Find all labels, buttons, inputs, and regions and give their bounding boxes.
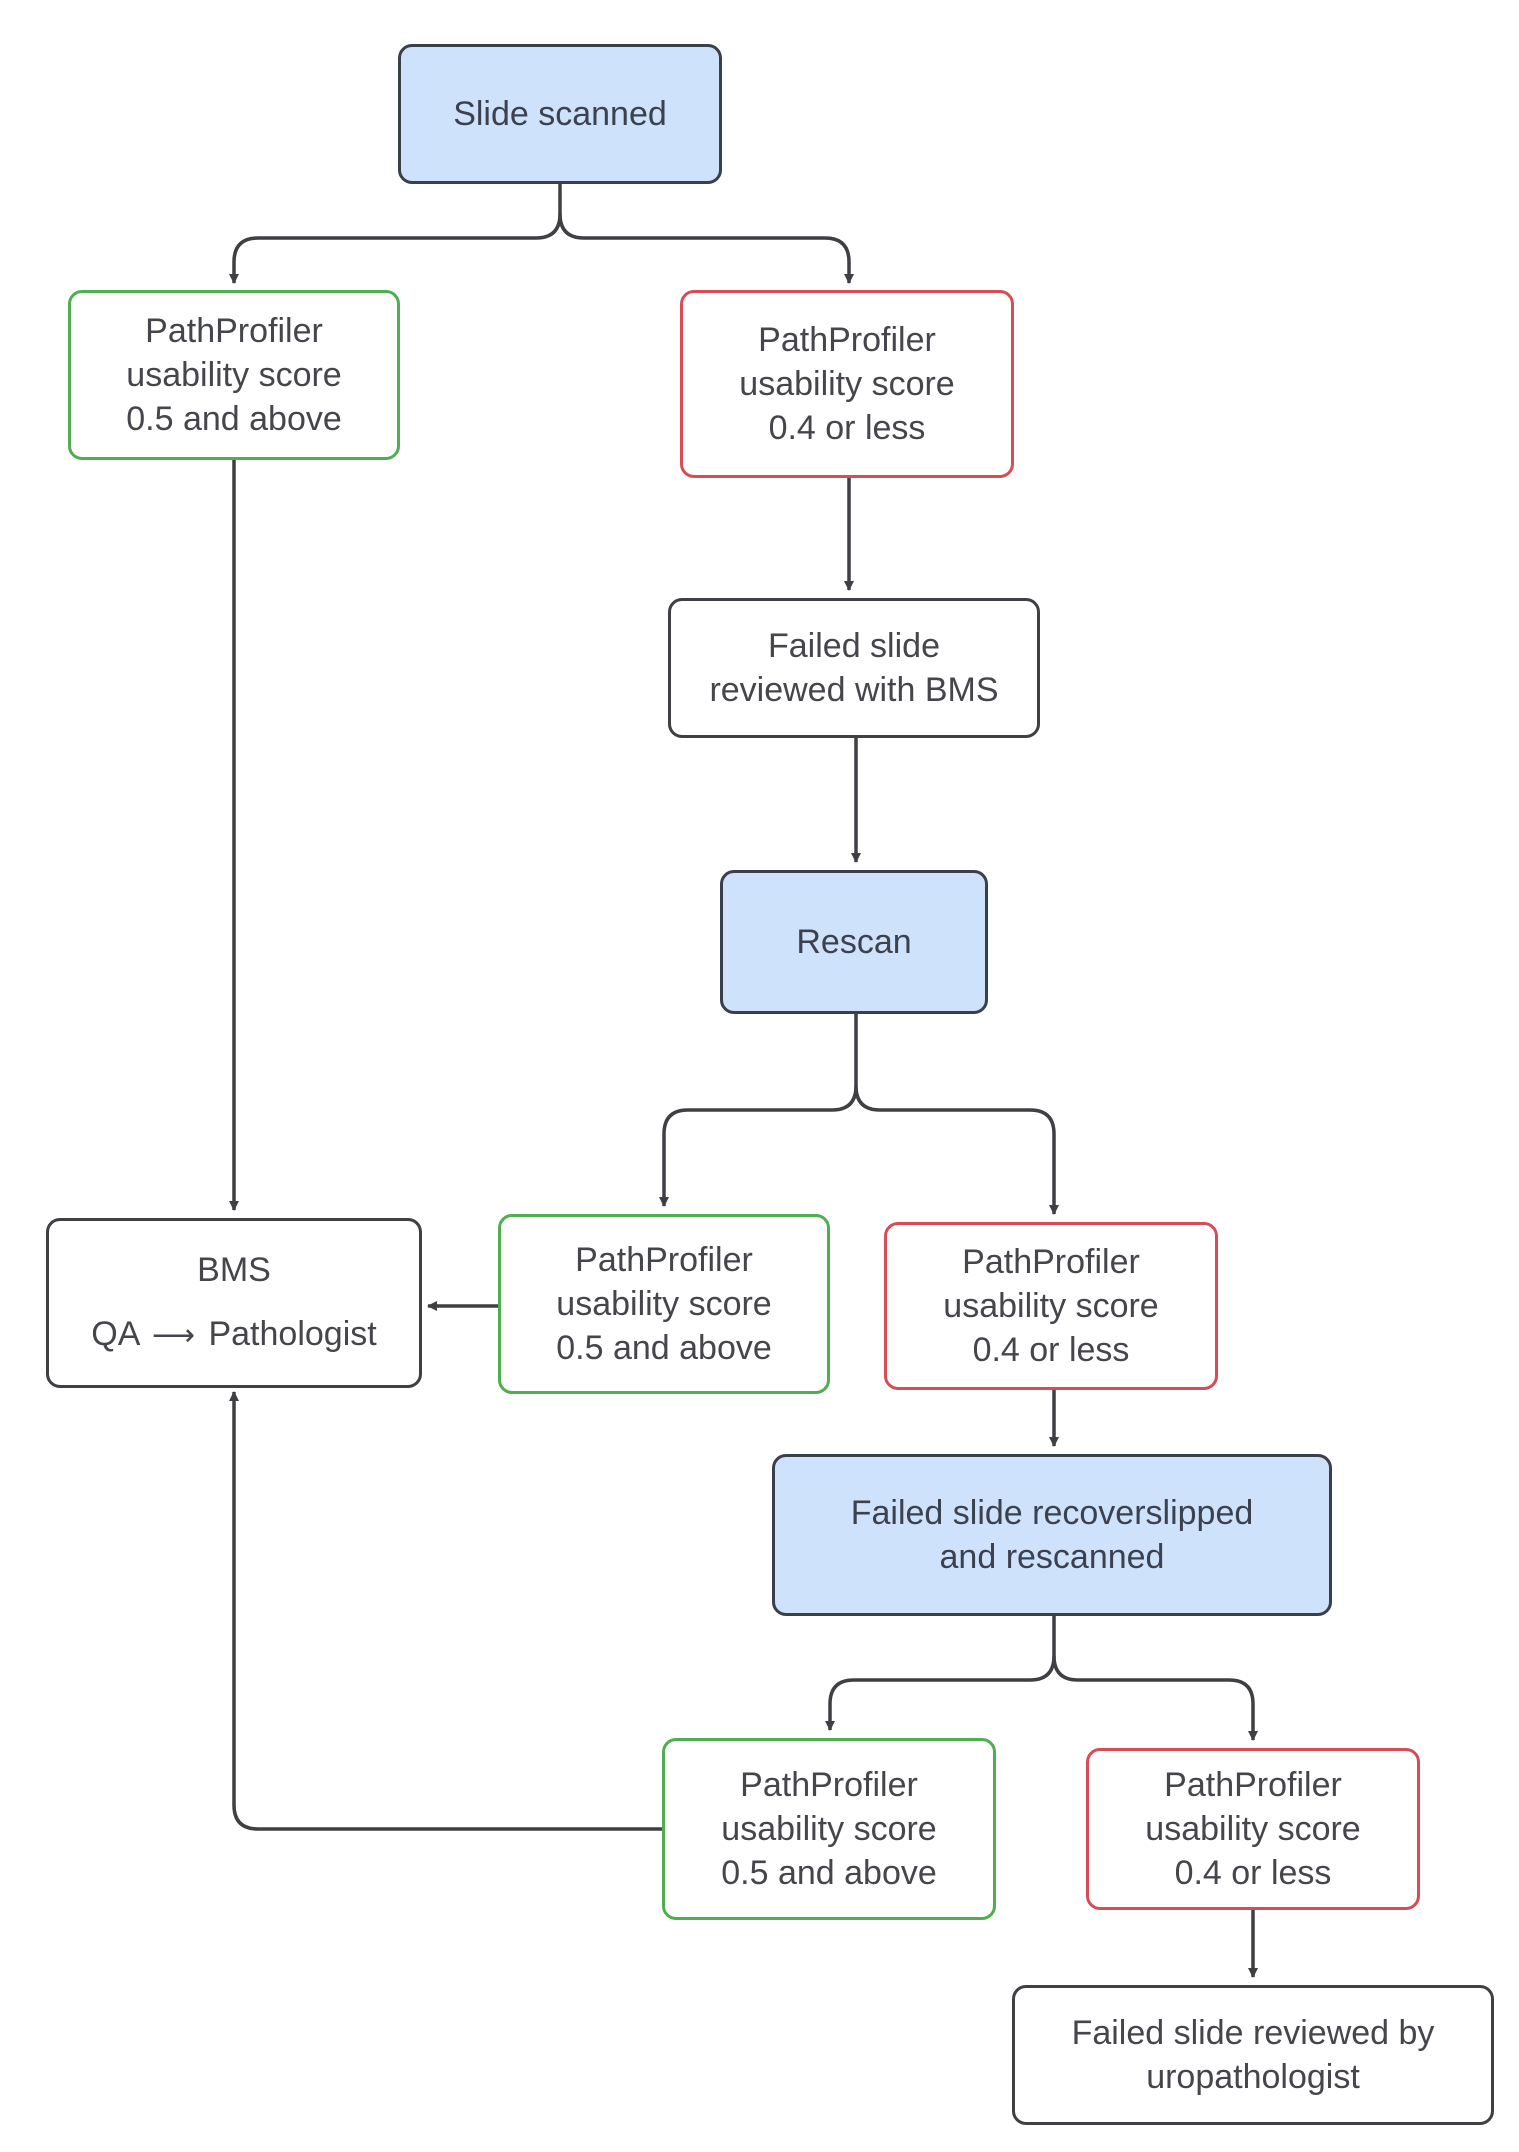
node-text-line: 0.5 and above (556, 1329, 772, 1367)
connector-rescan-to-pass-2 (659, 1014, 858, 1207)
pass-score-node-3: PathProfiler usability score 0.5 and above (662, 1738, 996, 1920)
bms-qa-pathologist-node: BMS QA ⟶ Pathologist (46, 1218, 422, 1388)
bms-label: BMS (197, 1251, 271, 1289)
right-arrow-icon: ⟶ (152, 1319, 196, 1352)
connector-rescan-to-fail-2 (854, 1085, 1059, 1215)
node-text-line: 0.4 or less (972, 1331, 1130, 1369)
node-text-line: uropathologist (1146, 2058, 1360, 2096)
node-text-line: usability score (556, 1285, 772, 1323)
node-text-line: 0.4 or less (1174, 1854, 1332, 1892)
connector-recoverslipped-to-pass-3 (825, 1616, 1056, 1731)
qa-pathologist-label: QA ⟶ Pathologist (91, 1312, 376, 1358)
recoverslipped-rescanned-node: Failed slide recoverslipped and rescanned (772, 1454, 1332, 1616)
connector-recoverslipped-to-fail-3 (1052, 1655, 1258, 1741)
node-text-line: Failed slide (768, 627, 940, 665)
node-text-line: 0.4 or less (768, 409, 926, 447)
node-text-line: PathProfiler (962, 1243, 1140, 1281)
node-text-line: usability score (943, 1287, 1159, 1325)
node-text-line: PathProfiler (740, 1766, 918, 1804)
pass-score-node-2: PathProfiler usability score 0.5 and above (498, 1214, 830, 1394)
rescan-node: Rescan (720, 870, 988, 1014)
connector-scanned-to-pass-1 (229, 182, 562, 284)
node-text-line: and rescanned (939, 1538, 1165, 1576)
pass-score-node-1: PathProfiler usability score 0.5 and above (68, 290, 400, 460)
pathologist-label: Pathologist (208, 1315, 377, 1353)
slide-scanned-node: Slide scanned (398, 44, 722, 184)
connector-pass-3-to-bms (229, 1391, 662, 1831)
node-text-line: 0.5 and above (721, 1854, 937, 1892)
node-text-line: reviewed with BMS (709, 671, 999, 709)
connector-scanned-to-fail-1 (558, 213, 854, 284)
node-text-line: PathProfiler (1164, 1766, 1342, 1804)
node-text-line: Failed slide reviewed by (1071, 2014, 1435, 2052)
node-text-line: Slide scanned (453, 95, 667, 133)
fail-score-node-1: PathProfiler usability score 0.4 or less (680, 290, 1014, 478)
failed-slide-review-bms-node: Failed slide reviewed with BMS (668, 598, 1040, 738)
node-text-line: 0.5 and above (126, 400, 342, 438)
node-text-line: PathProfiler (145, 312, 323, 350)
fail-score-node-3: PathProfiler usability score 0.4 or less (1086, 1748, 1420, 1910)
node-text-line: usability score (126, 356, 342, 394)
node-text-line: Failed slide recoverslipped (850, 1494, 1254, 1532)
fail-score-node-2: PathProfiler usability score 0.4 or less (884, 1222, 1218, 1390)
failed-slide-uropathologist-node: Failed slide reviewed by uropathologist (1012, 1985, 1494, 2125)
qa-label: QA (91, 1315, 139, 1353)
node-text-line: PathProfiler (758, 321, 936, 359)
node-text-line: usability score (721, 1810, 937, 1848)
node-text-line: usability score (739, 365, 955, 403)
node-text-line: usability score (1145, 1810, 1361, 1848)
node-text-line: PathProfiler (575, 1241, 753, 1279)
node-text-line: Rescan (796, 923, 912, 961)
